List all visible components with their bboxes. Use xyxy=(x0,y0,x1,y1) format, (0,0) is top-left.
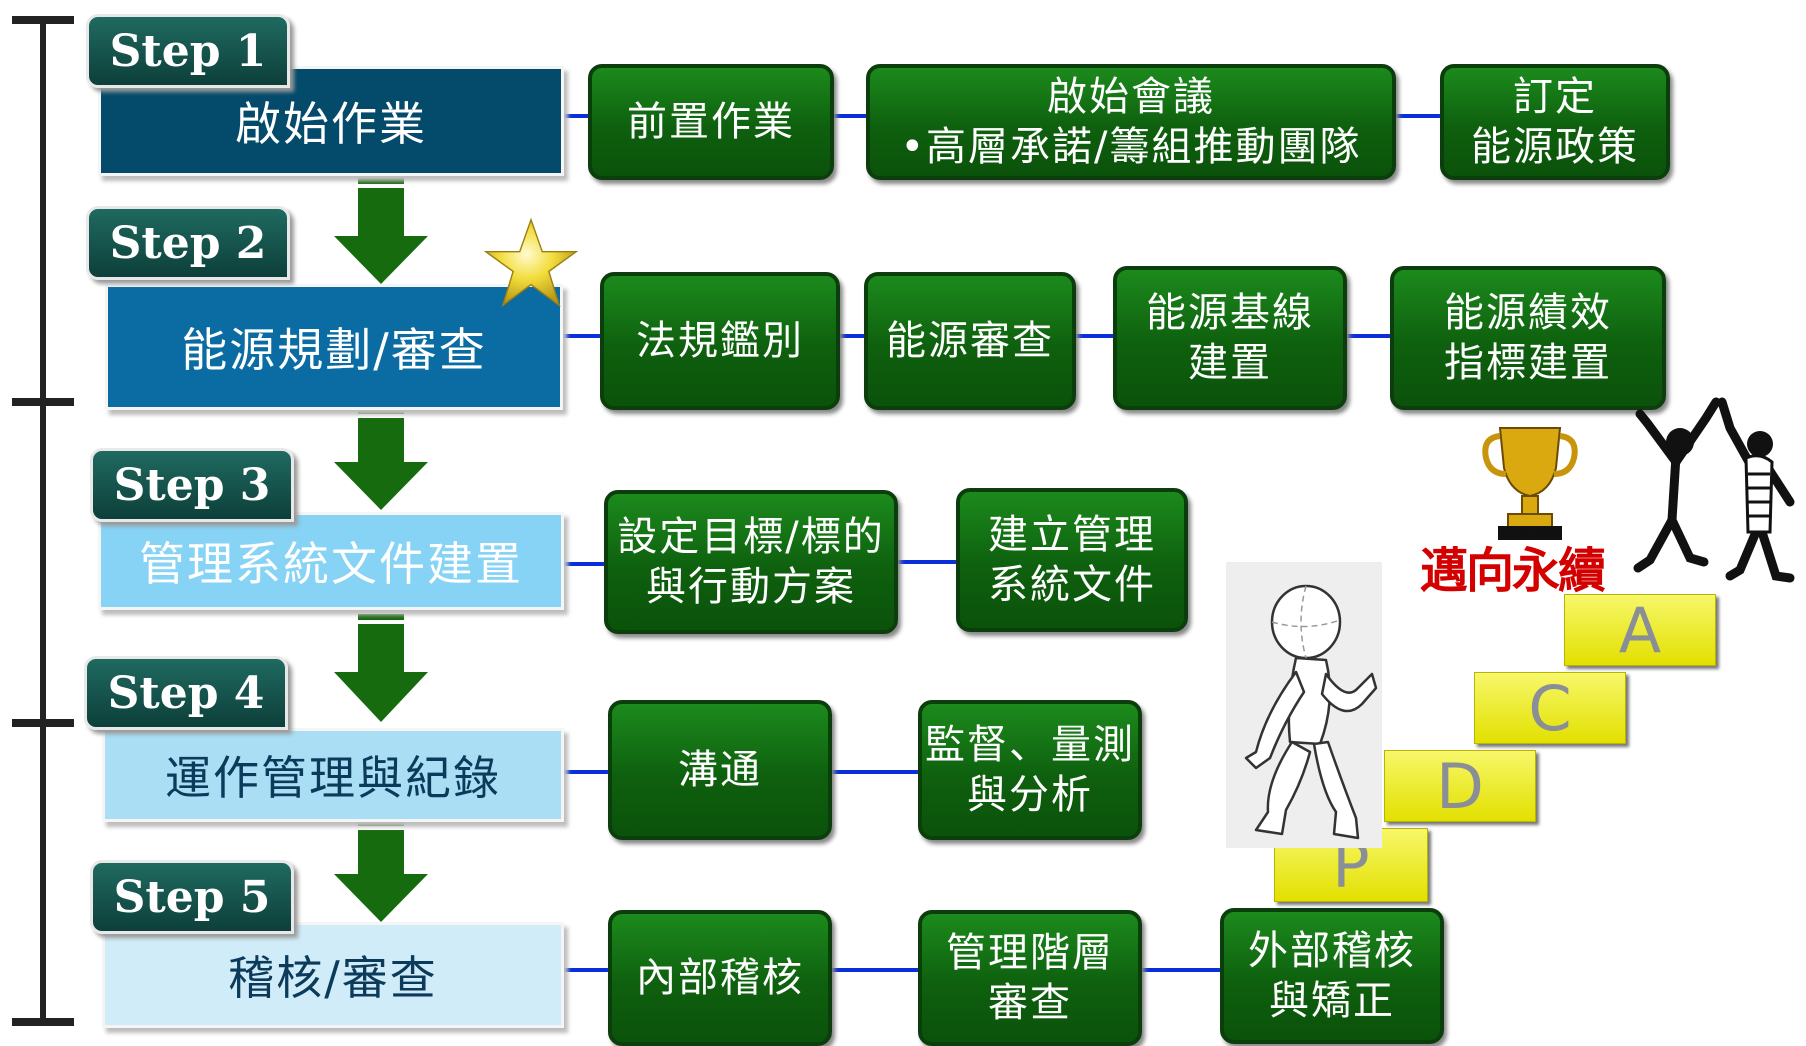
item-label: 溝通 xyxy=(678,747,762,793)
timeline-bar xyxy=(40,24,46,1022)
item-label: 能源績效 指標建置 xyxy=(1444,290,1612,386)
item-label: 設定目標/標的 與行動方案 xyxy=(617,514,885,610)
pdca-c: C xyxy=(1474,671,1626,745)
item-label: 前置作業 xyxy=(627,99,795,145)
step-1-tab-label: Step 1 xyxy=(109,25,267,77)
trophy-icon xyxy=(1482,427,1578,540)
pdca-label: D xyxy=(1436,749,1484,823)
step-5-title: 稽核/審查 xyxy=(228,951,438,1005)
step-2-tab: Step 2 xyxy=(86,206,290,280)
step-5-item-internal-audit: 內部稽核 xyxy=(608,910,832,1046)
pdca-d: D xyxy=(1384,749,1536,823)
item-label: 外部稽核 與矯正 xyxy=(1248,928,1416,1024)
step-4-box: 運作管理與紀錄 xyxy=(102,728,564,822)
step-2-tab-label: Step 2 xyxy=(109,217,267,269)
item-label: 訂定 能源政策 xyxy=(1471,74,1639,170)
down-arrow-icon xyxy=(334,178,428,284)
step-3-item-documents: 建立管理 系統文件 xyxy=(956,488,1188,632)
down-arrow-icon xyxy=(334,408,428,510)
walking-figure-icon xyxy=(1226,562,1382,848)
step-5-item-management-review: 管理階層 審查 xyxy=(918,910,1142,1046)
step-2-item-regulation: 法規鑑別 xyxy=(600,272,840,410)
pdca-label: C xyxy=(1528,671,1572,745)
step-5-box: 稽核/審查 xyxy=(102,922,564,1028)
trophy-label: CHAMPIONS xyxy=(1499,528,1561,539)
item-label: 法規鑑別 xyxy=(636,318,804,364)
down-arrow-icon xyxy=(334,820,428,922)
step-1-tab: Step 1 xyxy=(86,14,290,88)
item-label: 能源基線 建置 xyxy=(1146,290,1314,386)
step-5-tab-label: Step 5 xyxy=(113,871,271,923)
step-3-tab: Step 3 xyxy=(90,448,294,522)
step-3-box: 管理系統文件建置 xyxy=(98,512,564,610)
step-4-item-communication: 溝通 xyxy=(608,700,832,840)
step-2-box: 能源規劃/審查 xyxy=(105,284,563,410)
down-arrow-icon xyxy=(334,614,428,722)
item-label: 啟始會議 •高層承諾/籌組推動團隊 xyxy=(900,74,1362,170)
step-4-tab-label: Step 4 xyxy=(107,667,265,719)
step-4-title: 運作管理與紀錄 xyxy=(165,751,501,805)
timeline-tick xyxy=(12,398,74,406)
step-3-item-objectives: 設定目標/標的 與行動方案 xyxy=(604,490,898,634)
item-label: 能源審查 xyxy=(886,318,1054,364)
step-5-item-external-audit: 外部稽核 與矯正 xyxy=(1220,908,1444,1044)
step-1-box: 啟始作業 xyxy=(98,66,564,176)
item-label: 監督、量測 與分析 xyxy=(925,722,1135,818)
step-1-item-prework: 前置作業 xyxy=(588,64,834,180)
pdca-label: A xyxy=(1618,593,1662,667)
step-2-title: 能源規劃/審查 xyxy=(181,323,487,377)
step-1-item-kickoff: 啟始會議 •高層承諾/籌組推動團隊 xyxy=(866,64,1396,180)
step-5-tab: Step 5 xyxy=(90,860,294,934)
pdca-a: A xyxy=(1564,593,1716,667)
step-3-title: 管理系統文件建置 xyxy=(139,537,523,591)
timeline-tick xyxy=(12,16,74,24)
star-icon xyxy=(484,217,578,308)
timeline-tick xyxy=(12,1018,74,1026)
celebrating-figures-icon xyxy=(1633,397,1795,583)
step-2-item-baseline: 能源基線 建置 xyxy=(1113,266,1347,410)
slogan-text: 邁向永續 xyxy=(1420,543,1606,599)
step-1-title: 啟始作業 xyxy=(235,97,427,151)
item-label: 管理階層 審查 xyxy=(946,930,1114,1026)
item-label: 建立管理 系統文件 xyxy=(988,512,1156,608)
item-label: 內部稽核 xyxy=(636,955,804,1001)
step-2-item-enpi: 能源績效 指標建置 xyxy=(1390,266,1666,410)
step-3-tab-label: Step 3 xyxy=(113,459,271,511)
step-2-item-energy-review: 能源審查 xyxy=(864,272,1076,410)
step-4-item-monitoring: 監督、量測 與分析 xyxy=(918,700,1142,840)
step-1-item-policy: 訂定 能源政策 xyxy=(1440,64,1670,180)
timeline-tick xyxy=(12,719,74,727)
step-4-tab: Step 4 xyxy=(84,656,288,730)
